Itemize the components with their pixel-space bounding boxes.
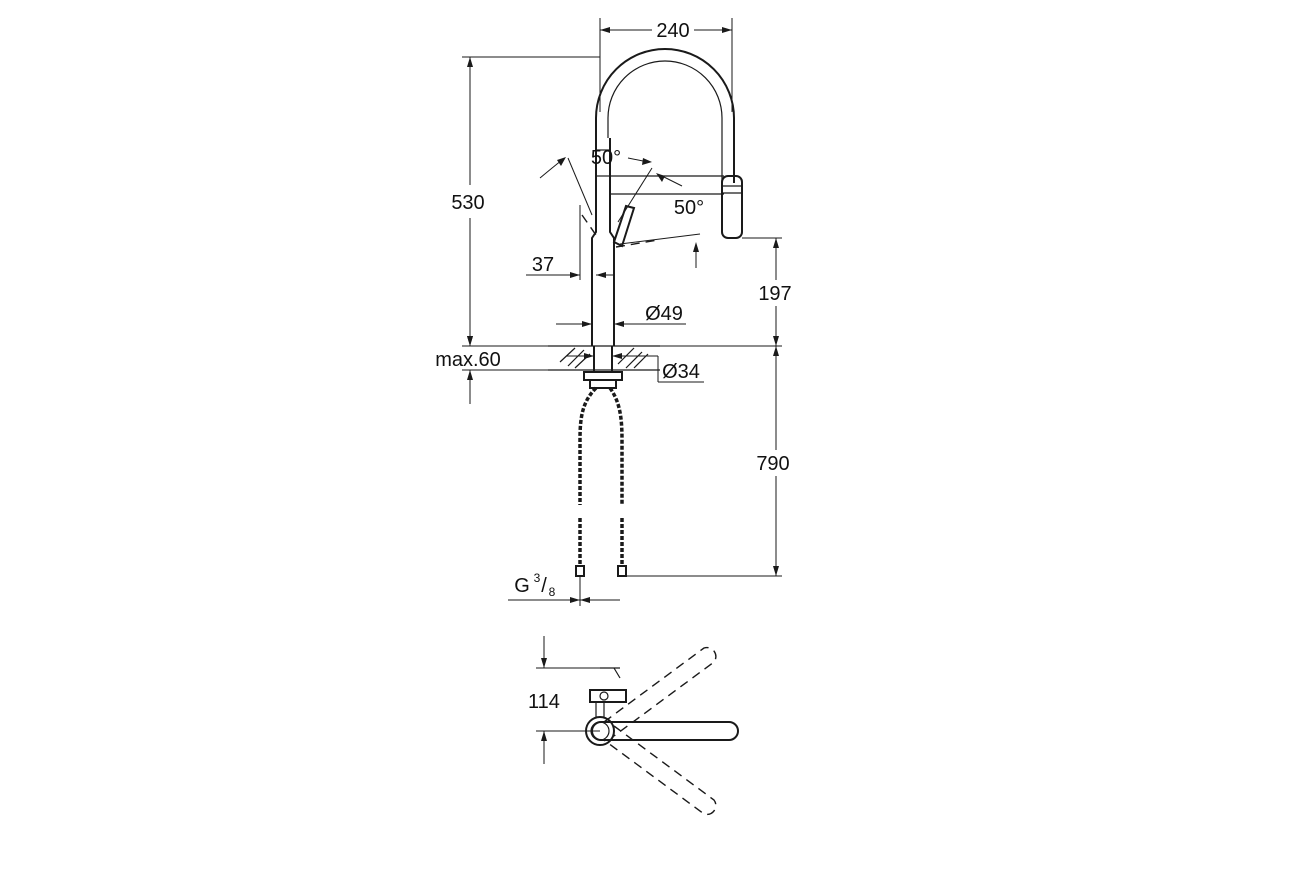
hose-fitting-right: [617, 565, 627, 577]
label-deck-max60: max.60: [435, 349, 501, 371]
spout-ghost-lower: [603, 725, 717, 816]
fixing-nut: [583, 371, 623, 381]
body-left: [591, 138, 597, 346]
label-diameter-49: Ø49: [645, 303, 683, 325]
label-thread-numerator: 3: [534, 571, 541, 585]
hose-left: [578, 386, 598, 505]
label-height-197: 197: [758, 283, 791, 305]
label-width-240: 240: [656, 20, 689, 42]
deck-hatching: [559, 347, 649, 369]
label-angle-left: 50°: [591, 147, 621, 169]
label-thread-slash: /: [541, 575, 547, 597]
lever: [612, 204, 636, 248]
spray-head: [721, 175, 743, 239]
faucet-top-view: [536, 636, 739, 816]
spout-outer: [595, 48, 735, 183]
spout-inner: [607, 60, 723, 183]
label-offset-114: 114: [528, 691, 560, 713]
label-height-530: 530: [451, 192, 484, 214]
label-length-790: 790: [756, 453, 789, 475]
lever-ghost-right: [615, 239, 659, 248]
hose-right: [608, 386, 624, 505]
label-diameter-34: Ø34: [662, 361, 700, 383]
body-right: [609, 138, 615, 346]
faucet-side-view: [548, 48, 743, 577]
spout-ghost-upper: [603, 646, 717, 737]
label-thread-g: G: [514, 575, 530, 597]
label-offset-37: 37: [532, 254, 554, 276]
lever-top: [589, 689, 627, 703]
fixing-washer: [589, 379, 617, 389]
label-angle-right: 50°: [674, 197, 704, 219]
label-thread-denominator: 8: [549, 585, 556, 599]
hose-fitting-left: [575, 565, 585, 577]
dimension-labels: 240 530 50° 50° 37 197 Ø49 max.60 Ø34 79…: [435, 20, 791, 713]
dimension-lines: [462, 18, 782, 606]
lever-ghost-left: [581, 214, 597, 236]
